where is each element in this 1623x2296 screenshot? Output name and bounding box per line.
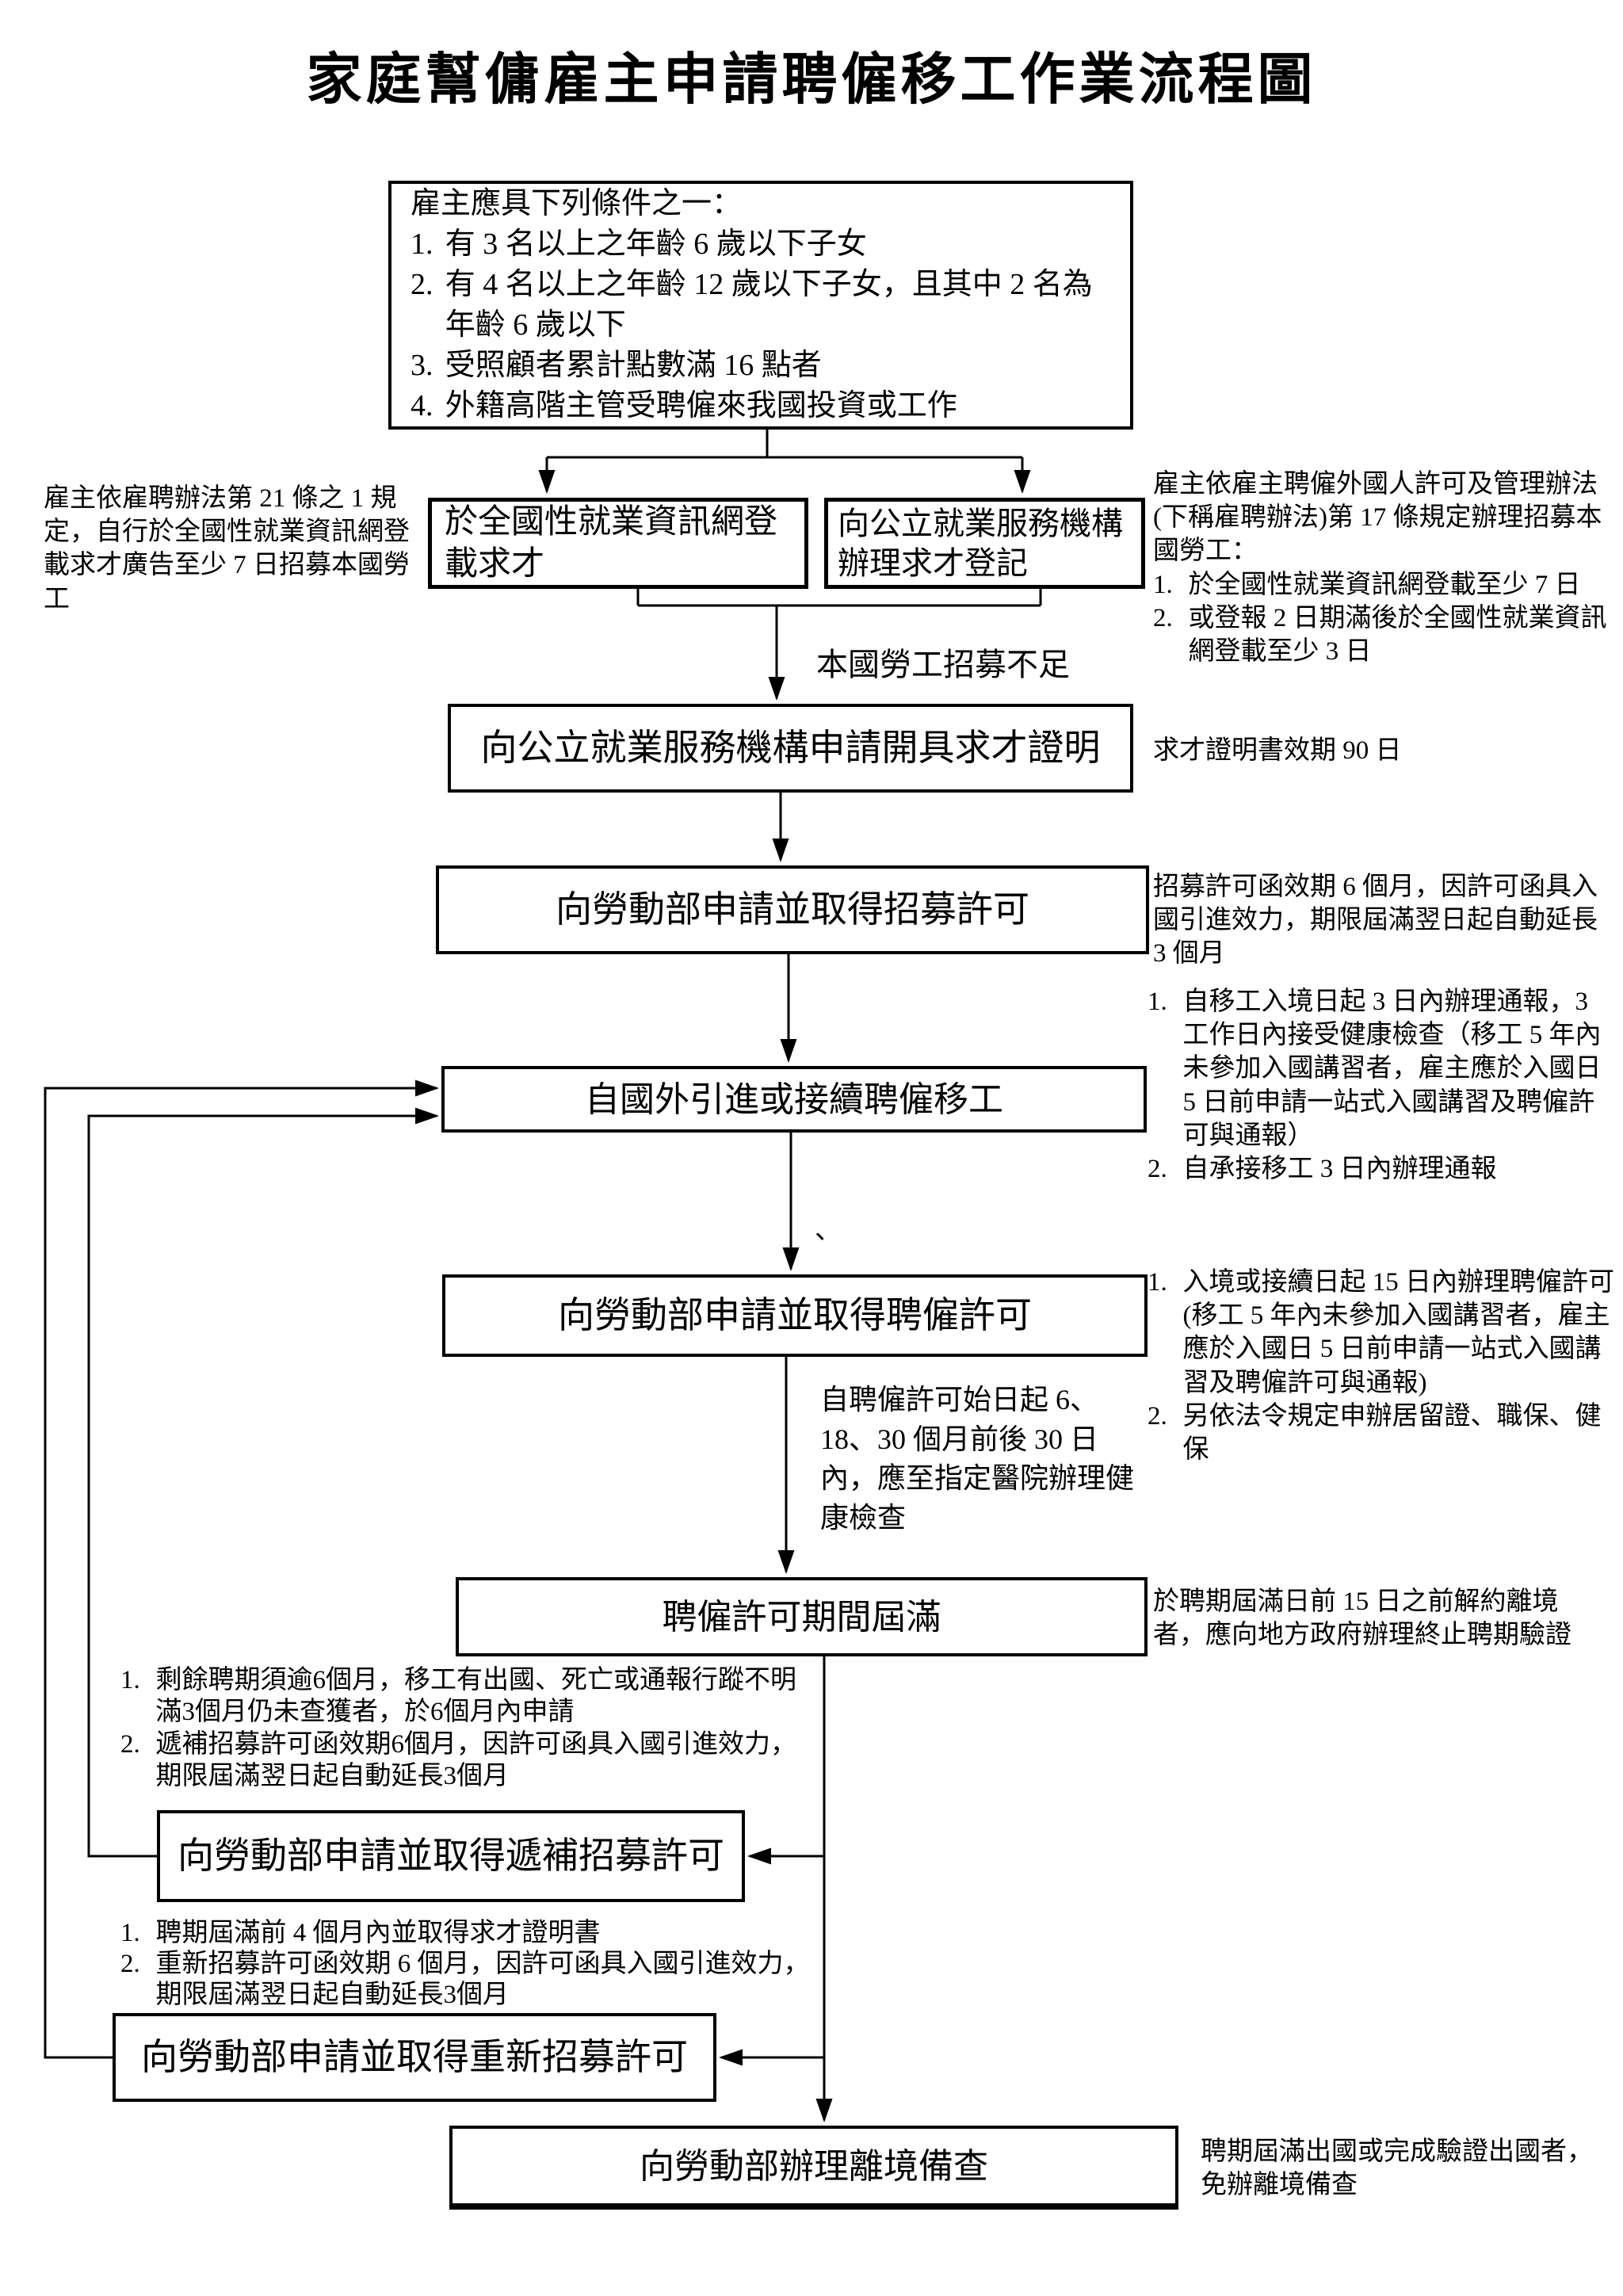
item-text: 有 4 名以上之年齡 12 歲以下子女，且其中 2 名為年齡 6 歲以下: [445, 268, 1093, 342]
cert-request-box: 向公立就業服務機構申請開具求才證明: [448, 704, 1133, 793]
item-number: 2.: [120, 1949, 140, 1978]
item-number: 1.: [411, 227, 433, 262]
web-post-box: 於全國性就業資訊網登載求才: [428, 498, 808, 589]
item-text: 聘期屆滿前 4 個月內並取得求才證明書: [155, 1919, 601, 1947]
note-rerecruit-rules: 1. 聘期屆滿前 4 個月內並取得求才證明書 2. 重新招募許可函效期 6 個月…: [120, 1918, 826, 2011]
item-text: 於全國性就業資訊網登載至少 7 日: [1188, 570, 1581, 599]
health-check-label: 自聘僱許可始日起 6、18、30 個月前後 30 日內，應至指定醫院辦理健康檢查: [820, 1384, 1135, 1534]
note-item: 2. 另依法令規定申辦居留證、職保、健保: [1148, 1400, 1617, 1466]
rerecruit-permit-box: 向勞動部申請並取得重新招募許可: [113, 2013, 716, 2102]
pes-register-box: 向公立就業服務機構辦理求才登記: [824, 498, 1145, 589]
item-text: 重新招募許可函效期 6 個月，因許可函具入國引進效力，期限屆滿翌日起自動延長3個…: [155, 1949, 810, 2009]
item-number: 2.: [411, 268, 433, 302]
note-entry-report: 1. 自移工入境日起 3 日內辦理通報，3 工作日內接受健康檢查（移工 5 年內…: [1148, 985, 1617, 1186]
item-number: 4.: [411, 388, 433, 422]
import-worker-box: 自國外引進或接續聘僱移工: [441, 1066, 1147, 1133]
item-number: 1.: [1148, 988, 1167, 1016]
item-text: 外籍高階主管受聘僱來我國投資或工作: [445, 388, 957, 422]
item-text: 自移工入境日起 3 日內辦理通報，3 工作日內接受健康檢查（移工 5 年內未參加…: [1182, 988, 1602, 1150]
item-number: 2.: [1148, 1401, 1167, 1431]
conditions-box: 雇主應具下列條件之一： 1. 有 3 名以上之年齡 6 歲以下子女 2. 有 4…: [388, 181, 1133, 430]
item-text: 自承接移工 3 日內辦理通報: [1182, 1155, 1497, 1184]
note-cert-validity: 求才證明書效期 90 日: [1153, 736, 1402, 765]
permit-expiry-box: 聘僱許可期間屆滿: [456, 1577, 1148, 1656]
note-item: 1. 剩餘聘期須逾6個月，移工有出國、死亡或通報行蹤不明滿3個月仍未查獲者，於6…: [120, 1664, 822, 1729]
page-title: 家庭幫傭雇主申請聘僱移工作業流程圖: [306, 50, 1317, 111]
item-text: 入境或接續日起 15 日內辦理聘僱許可(移工 5 年內未參加入國講習者，雇主應於…: [1182, 1268, 1615, 1397]
note-right-recruit: 雇主依雇主聘僱外國人許可及管理辦法(下稱雇聘辦法)第 17 條規定辦理招募本國勞…: [1153, 468, 1611, 668]
item-text: 遞補招募許可函效期6個月，因許可函具入國引進效力，期限屆滿翌日起自動延長3個月: [155, 1729, 797, 1790]
note-replacement-rules: 1. 剩餘聘期須逾6個月，移工有出國、死亡或通報行蹤不明滿3個月仍未查獲者，於6…: [120, 1664, 822, 1792]
note-expiry: 於聘期屆滿日前 15 日之前解約離境者，應向地方政府辦理終止聘期驗證: [1153, 1587, 1571, 1650]
loop-rerecruit-to-import: [44, 1079, 439, 2059]
note-recruit-validity: 招募許可函效期 6 個月，因許可函具入國引進效力，期限屆滿翌日起自動延長 3 個…: [1153, 873, 1598, 968]
note-item: 1. 自移工入境日起 3 日內辦理通報，3 工作日內接受健康檢查（移工 5 年內…: [1148, 985, 1617, 1152]
item-text: 受照顧者累計點數滿 16 點者: [445, 348, 822, 382]
recruit-permit-box: 向勞動部申請並取得招募許可: [436, 865, 1149, 954]
condition-item: 3. 受照顧者累計點數滿 16 點者: [411, 346, 1111, 386]
departure-filing-box: 向勞動部辦理離境備查: [449, 2126, 1178, 2210]
note-item: 1. 聘期屆滿前 4 個月內並取得求才證明書: [120, 1918, 826, 1949]
item-number: 2.: [1148, 1155, 1167, 1184]
employ-permit-box: 向勞動部申請並取得聘僱許可: [442, 1274, 1148, 1357]
note-item: 1. 入境或接續日起 15 日內辦理聘僱許可(移工 5 年內未參加入國講習者，雇…: [1148, 1266, 1617, 1400]
condition-item: 2. 有 4 名以上之年齡 12 歲以下子女，且其中 2 名為年齡 6 歲以下: [411, 265, 1111, 346]
item-text: 有 3 名以上之年齡 6 歲以下子女: [445, 227, 867, 262]
item-number: 1.: [1148, 1268, 1167, 1297]
item-number: 2.: [1153, 603, 1173, 632]
conditions-heading: 雇主應具下列條件之一：: [411, 187, 743, 221]
item-number: 2.: [120, 1729, 140, 1759]
item-text: 或登報 2 日期滿後於全國性就業資訊網登載至少 3 日: [1188, 603, 1607, 667]
note-employ-rules: 1. 入境或接續日起 15 日內辦理聘僱許可(移工 5 年內未參加入國講習者，雇…: [1148, 1266, 1617, 1466]
item-number: 1.: [1153, 570, 1173, 599]
item-text: 剩餘聘期須逾6個月，移工有出國、死亡或通報行蹤不明滿3個月仍未查獲者，於6個月內…: [155, 1666, 797, 1727]
tick-mark: 、: [815, 1216, 842, 1245]
replacement-permit-box: 向勞動部申請並取得遞補招募許可: [157, 1810, 745, 1902]
note-item: 2. 重新招募許可函效期 6 個月，因許可函具入國引進效力，期限屆滿翌日起自動延…: [120, 1949, 826, 2011]
note-left-recruit: 雇主依雇聘辦法第 21 條之 1 規定，自行於全國性就業資訊網登載求才廣告至少 …: [44, 484, 410, 613]
loop-replacement-to-import: [87, 1107, 439, 1858]
note-departure: 聘期屆滿出國或完成驗證出國者，免辦離境備查: [1201, 2137, 1593, 2200]
item-number: 1.: [120, 1919, 140, 1947]
insufficient-label: 本國勞工招募不足: [816, 647, 1070, 682]
condition-item: 4. 外籍高階主管受聘僱來我國投資或工作: [411, 386, 1111, 426]
item-number: 1.: [120, 1666, 140, 1694]
note-heading: 雇主依雇主聘僱外國人許可及管理辦法(下稱雇聘辦法)第 17 條規定辦理招募本國勞…: [1153, 470, 1602, 566]
note-item: 2. 自承接移工 3 日內辦理通報: [1148, 1152, 1617, 1186]
note-item: 2. 遞補招募許可函效期6個月，因許可函具入國引進效力，期限屆滿翌日起自動延長3…: [120, 1729, 822, 1793]
item-text: 另依法令規定申辦居留證、職保、健保: [1182, 1401, 1602, 1465]
condition-item: 1. 有 3 名以上之年齡 6 歲以下子女: [411, 224, 1111, 265]
note-item: 1. 於全國性就業資訊網登載至少 7 日: [1153, 568, 1611, 602]
item-number: 3.: [411, 348, 433, 382]
note-item: 2. 或登報 2 日期滿後於全國性就業資訊網登載至少 3 日: [1153, 602, 1611, 668]
